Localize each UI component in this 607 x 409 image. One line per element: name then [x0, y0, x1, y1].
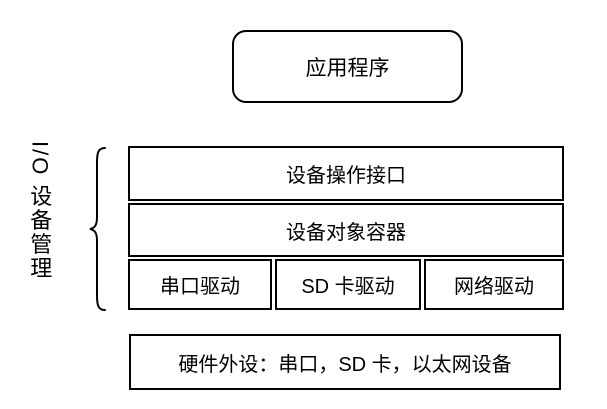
application-box: 应用程序 [232, 30, 463, 103]
sd-card-driver-label: SD 卡驱动 [301, 276, 395, 298]
sd-card-driver-cell: SD 卡驱动 [275, 259, 421, 310]
left-curly-brace-icon [88, 145, 108, 318]
device-object-container-label: 设备对象容器 [286, 221, 406, 244]
io-device-management-side-label: I/O 设备管理 [27, 141, 53, 281]
serial-driver-label: 串口驱动 [160, 276, 240, 298]
hardware-peripherals-box: 硬件外设：串口，SD 卡，以太网设备 [129, 334, 561, 390]
hardware-peripherals-label: 硬件外设：串口，SD 卡，以太网设备 [178, 353, 512, 376]
serial-driver-cell: 串口驱动 [128, 259, 272, 310]
network-driver-label: 网络驱动 [454, 276, 534, 298]
device-operation-interface-layer: 设备操作接口 [128, 146, 564, 201]
device-object-container-layer: 设备对象容器 [128, 203, 564, 257]
device-operation-interface-label: 设备操作接口 [286, 165, 406, 187]
application-box-label: 应用程序 [305, 56, 390, 80]
network-driver-cell: 网络驱动 [424, 259, 564, 310]
